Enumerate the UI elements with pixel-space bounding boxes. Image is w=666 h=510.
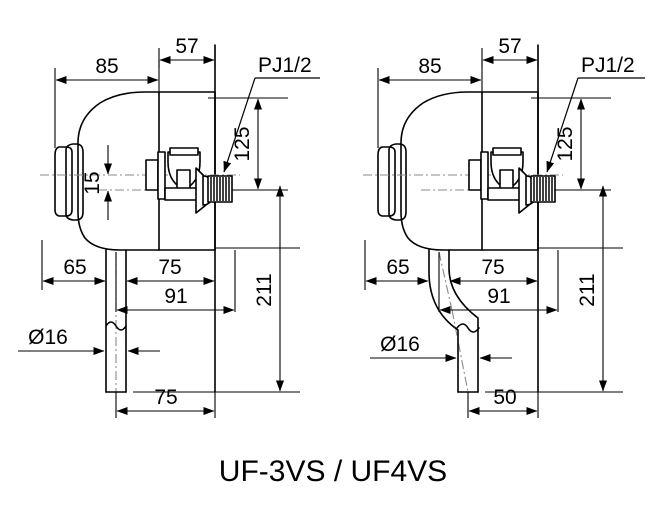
drawing-title: UF-3VS / UF4VS [219,455,447,488]
valve-cap-right [492,147,522,156]
leader-pj-slant-right [546,77,579,173]
valve-flange-right [480,151,489,200]
body-rear-cap-right [377,146,396,217]
thread-hatching [210,177,230,201]
dim-85: 85 [95,55,118,78]
leader-pj-slant [223,77,256,173]
dim-125: 125 [231,126,254,161]
dim-125-right: 125 [554,126,577,161]
dim-diameter-16: Ø16 [28,326,68,349]
dim-diameter-16-right: Ø16 [380,333,420,356]
pipe-break-symbol [105,321,127,331]
dim-15: 15 [81,171,104,194]
valve-base-right [487,187,524,201]
dim-75-upper-right: 75 [481,256,504,279]
bent-pipe-inner-wall [448,249,479,393]
valve-sleeve-right [468,159,482,191]
label-pj1-2-right: PJ1/2 [581,54,635,77]
outlet-centerline-right-a [438,251,453,311]
valve-sleeve [145,159,159,191]
body-shell [77,91,216,251]
pipe-break-symbol-right [456,323,480,333]
dim-91: 91 [164,285,187,308]
thread-hatching-right [533,177,553,201]
dim-75-bottom: 75 [154,386,177,409]
valve-base [164,187,201,201]
label-pj1-2: PJ1/2 [258,54,312,77]
dim-65: 65 [63,256,86,279]
bent-pipe-outer-wall [428,249,459,393]
left-view-group: 85 57 15 125 211 65 75 91 [18,35,320,418]
body-rear-collar-right [388,143,407,221]
dim-211-right: 211 [576,273,599,306]
valve-flange [157,151,166,200]
dim-85-right: 85 [418,55,441,78]
right-view-group: 85 57 125 211 65 75 91 Ø16 50 PJ1/2 [363,35,645,418]
dim-75-upper: 75 [158,256,181,279]
dim-50: 50 [493,386,516,409]
body-rear-cap [54,146,73,217]
outlet-centerline-right-b [451,309,469,393]
body-shell-right [400,91,539,251]
dim-65-right: 65 [386,256,409,279]
dim-91-right: 91 [487,285,510,308]
dim-211: 211 [253,273,276,306]
valve-cap [169,147,199,156]
dim-57: 57 [175,35,198,58]
dim-57-right: 57 [498,35,521,58]
body-rear-collar [65,143,84,221]
